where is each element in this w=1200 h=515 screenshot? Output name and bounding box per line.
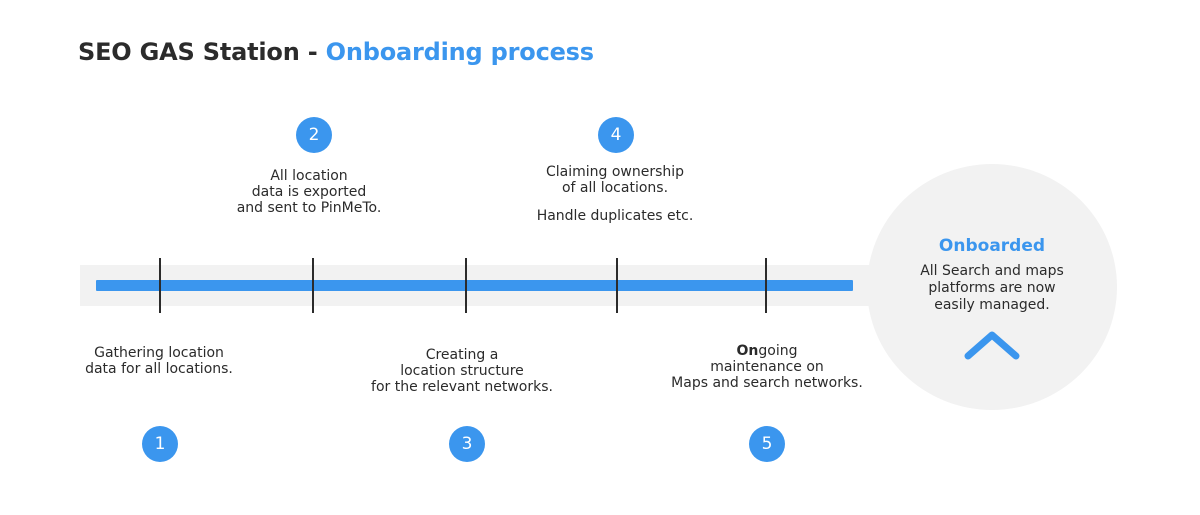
onboarded-description: All Search and maps platforms are now ea…	[892, 263, 1092, 314]
onboarded-line-2: platforms are now	[928, 280, 1056, 296]
step-3-line-3: for the relevant networks.	[371, 379, 553, 395]
step-5-line-1: Ongoing	[647, 343, 887, 359]
step-4-badge: 4	[598, 117, 634, 153]
step-3-badge: 3	[449, 426, 485, 462]
step-3-line-2: location structure	[400, 363, 524, 379]
timeline-tick-2	[312, 258, 314, 313]
step-2-description: All location data is exported and sent t…	[189, 168, 429, 216]
timeline-tick-5	[765, 258, 767, 313]
onboarded-line-3: easily managed.	[934, 297, 1050, 313]
timeline-track-line	[96, 280, 853, 291]
step-4-extra: Handle duplicates etc.	[536, 208, 694, 224]
chevron-up-icon	[964, 331, 1020, 360]
step-1-description: Gathering location data for all location…	[39, 345, 279, 377]
timeline-tick-3	[465, 258, 467, 313]
step-3-line-1: Creating a	[425, 347, 499, 363]
step-1-line-2: data for all locations.	[85, 361, 233, 377]
step-5-badge: 5	[749, 426, 785, 462]
step-5-first-rest: going	[758, 343, 798, 359]
onboarded-line-1: All Search and maps	[920, 263, 1064, 279]
step-5-line-3: Maps and search networks.	[671, 375, 863, 391]
onboarded-circle: Onboarded All Search and maps platforms …	[867, 164, 1117, 410]
step-2-line-1: All location	[270, 168, 348, 184]
step-5-description: Ongoing maintenance on Maps and search n…	[647, 343, 887, 391]
timeline-tick-4	[616, 258, 618, 313]
step-5-bold: On	[736, 343, 759, 359]
timeline-tick-1	[159, 258, 161, 313]
step-3-description: Creating a location structure for the re…	[342, 347, 582, 395]
step-2-line-2: data is exported	[251, 184, 367, 200]
step-4-line-1: Claiming ownership	[545, 164, 685, 180]
title-accent: Onboarding process	[325, 38, 594, 66]
step-2-line-3: and sent to PinMeTo.	[236, 200, 382, 216]
page-title: SEO GAS Station - Onboarding process	[78, 38, 594, 66]
step-1-badge: 1	[142, 426, 178, 462]
onboarded-title: Onboarded	[938, 236, 1046, 256]
step-5-line-2: maintenance on	[710, 359, 824, 375]
step-4-description: Claiming ownership of all locations. Han…	[495, 164, 735, 224]
step-2-badge: 2	[296, 117, 332, 153]
step-4-line-2: of all locations.	[561, 180, 669, 196]
title-prefix: SEO GAS Station -	[78, 38, 326, 66]
step-1-line-1: Gathering location	[94, 345, 224, 361]
